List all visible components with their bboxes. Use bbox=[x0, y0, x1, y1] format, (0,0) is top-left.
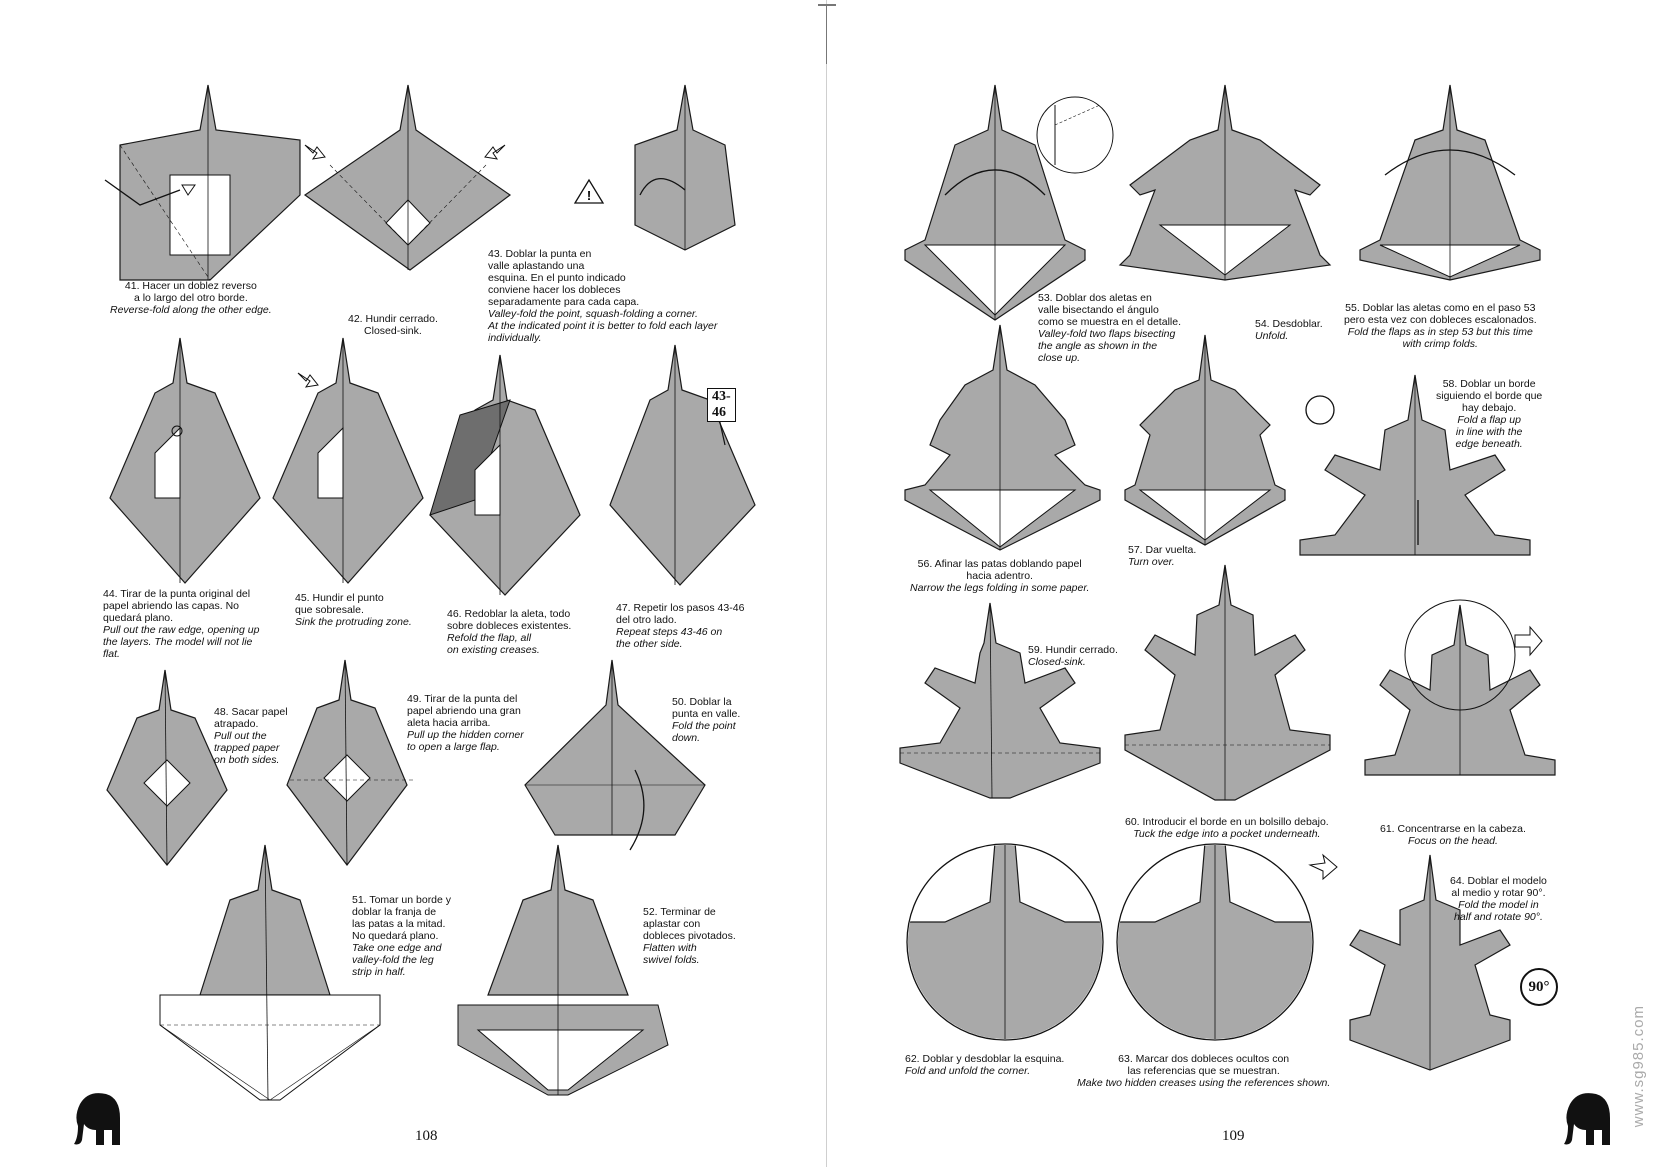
step-45-diagram bbox=[272, 337, 424, 584]
crop-mark-line bbox=[826, 4, 827, 64]
step-43-caption: 43. Doblar la punta en valle aplastando … bbox=[488, 248, 718, 344]
reference-box: 43-46 bbox=[707, 388, 736, 422]
crop-mark bbox=[818, 4, 836, 6]
step-45-caption: 45. Hundir el punto que sobresale. Sink … bbox=[295, 592, 412, 628]
step-47-caption: 47. Repetir los pasos 43-46 del otro lad… bbox=[616, 602, 745, 650]
step-58-caption: 58. Doblar un borde siguiendo el borde q… bbox=[1436, 378, 1543, 450]
step-55-caption: 55. Doblar las aletas como en el paso 53… bbox=[1344, 302, 1537, 350]
step-62-diagram bbox=[906, 843, 1104, 1041]
step-61-diagram bbox=[1364, 599, 1556, 776]
watermark: www.sg985.com bbox=[1630, 1004, 1647, 1127]
step-42-caption: 42. Hundir cerrado. Closed-sink. bbox=[348, 313, 438, 337]
step-58-diagram bbox=[1299, 374, 1531, 556]
step-46-diagram bbox=[429, 354, 581, 596]
mammoth-logo-right bbox=[1564, 1093, 1610, 1145]
step-43-diagram: ! bbox=[573, 84, 736, 251]
step-50-caption: 50. Doblar la punta en valle. Fold the p… bbox=[672, 696, 741, 744]
page-number-right: 109 bbox=[1222, 1128, 1245, 1144]
step-56-caption: 56. Afinar las patas doblando papel haci… bbox=[910, 558, 1090, 594]
step-64-caption: 64. Doblar el modelo al medio y rotar 90… bbox=[1450, 875, 1547, 923]
mammoth-logo-left bbox=[74, 1093, 120, 1145]
page-gutter bbox=[826, 0, 827, 1167]
turn-over-icon bbox=[1305, 395, 1335, 425]
step-51-diagram bbox=[159, 844, 381, 1101]
step-52-diagram bbox=[457, 844, 669, 1096]
step-57-diagram bbox=[1124, 334, 1286, 546]
step-62-caption: 62. Doblar y desdoblar la esquina. Fold … bbox=[905, 1053, 1065, 1077]
step-42-diagram bbox=[303, 84, 512, 271]
step-53-caption: 53. Doblar dos aletas en valle bisectand… bbox=[1038, 292, 1181, 364]
step-47-diagram bbox=[609, 344, 756, 586]
step-41-caption: 41. Hacer un doblez reverso a lo largo d… bbox=[110, 280, 272, 316]
step-54-caption: 54. Desdoblar. Unfold. bbox=[1255, 318, 1323, 342]
step-52-caption: 52. Terminar de aplastar con dobleces pi… bbox=[643, 906, 736, 966]
page-number-left: 108 bbox=[415, 1128, 438, 1144]
step-55-diagram bbox=[1359, 84, 1541, 281]
step-51-caption: 51. Tomar un borde y doblar la franja de… bbox=[352, 894, 452, 978]
step-63-diagram bbox=[1116, 843, 1314, 1041]
step-63-caption: 63. Marcar dos dobleces ocultos con las … bbox=[1077, 1053, 1331, 1089]
step-64-diagram bbox=[1308, 853, 1511, 1071]
step-59-diagram bbox=[899, 602, 1101, 799]
step-57-caption: 57. Dar vuelta. Turn over. bbox=[1128, 544, 1197, 568]
step-60-diagram bbox=[1124, 564, 1331, 801]
step-48-caption: 48. Sacar papel atrapado. Pull out the t… bbox=[214, 706, 288, 766]
step-49-diagram bbox=[286, 659, 415, 866]
step-44-diagram bbox=[109, 337, 261, 584]
step-60-caption: 60. Introducir el borde en un bolsillo d… bbox=[1125, 816, 1329, 840]
step-46-caption: 46. Redoblar la aleta, todo sobre doblec… bbox=[447, 608, 572, 656]
step-48-diagram bbox=[106, 669, 228, 866]
step-41-diagram bbox=[104, 84, 301, 281]
step-59-caption: 59. Hundir cerrado. Closed-sink. bbox=[1028, 644, 1118, 668]
step-50-diagram bbox=[524, 659, 706, 851]
warning-icon: ! bbox=[587, 188, 591, 203]
step-53-diagram bbox=[904, 84, 1114, 321]
step-54-diagram bbox=[1118, 84, 1332, 281]
step-56-diagram bbox=[904, 324, 1101, 551]
rotate-90-badge: 90° bbox=[1520, 968, 1558, 1006]
step-44-caption: 44. Tirar de la punta original del papel… bbox=[103, 588, 260, 660]
step-61-caption: 61. Concentrarse en la cabeza. Focus on … bbox=[1380, 823, 1526, 847]
step-49-caption: 49. Tirar de la punta del papel abriendo… bbox=[407, 693, 524, 753]
